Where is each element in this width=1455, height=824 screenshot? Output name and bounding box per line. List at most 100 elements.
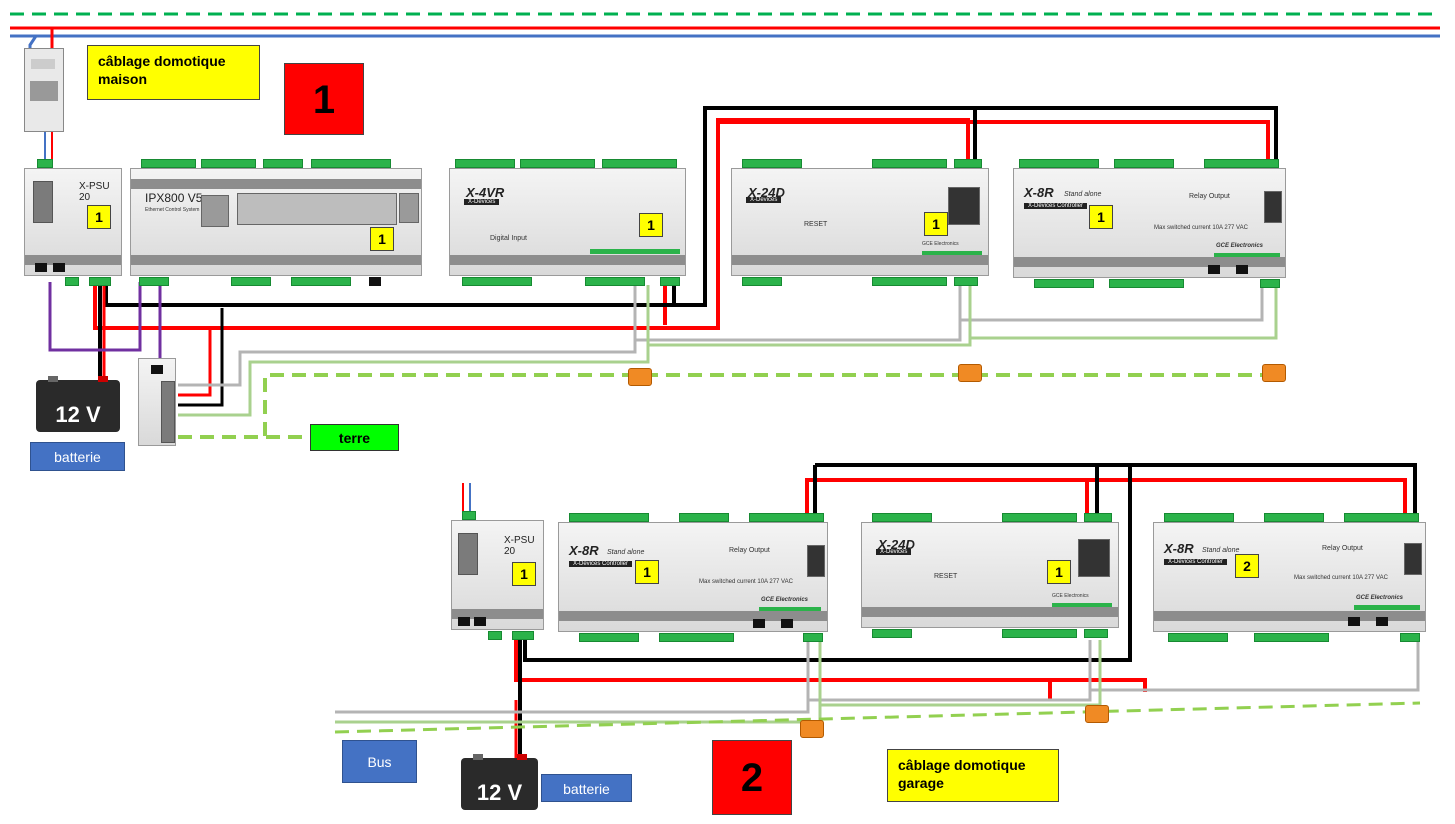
terminal-block (37, 159, 53, 168)
negative-wire-1 (104, 106, 977, 307)
earth-wire-1 (178, 373, 1280, 439)
x8r-brand: GCE Electronics (1356, 595, 1404, 601)
ipx-led-panel (201, 195, 229, 227)
rj45-port (1208, 265, 1220, 274)
module-band (25, 255, 121, 265)
module-band (862, 607, 1118, 617)
house-wiring-label: câblage domotique maison (87, 45, 260, 100)
rj45-port (474, 617, 486, 626)
ipx800-controller: IPX800 V5 Ethernet Control System (130, 159, 422, 286)
module-band (559, 611, 827, 621)
terminal-block (520, 159, 595, 168)
status-strip (1052, 603, 1112, 608)
ipx-dc-input (399, 193, 419, 223)
x8r-title: X-8R (569, 543, 599, 558)
terminal-block (1034, 279, 1094, 288)
terminal-block (679, 513, 729, 522)
x8r-title: X-8R (1164, 541, 1194, 556)
x24d-reset-label: RESET (804, 221, 828, 228)
terminal-block (602, 159, 677, 168)
wago-connector (628, 368, 652, 386)
rj45-port (1376, 617, 1388, 626)
ipx-subtitle: Ethernet Control System (145, 207, 200, 213)
x8r-max-current: Max switched current 10A 277 VAC (699, 579, 793, 585)
terminal-block (139, 277, 169, 286)
terminal-block (872, 513, 932, 522)
psu1-badge: 1 (87, 205, 111, 229)
terminal-block (1168, 633, 1228, 642)
terminal-block (954, 277, 978, 286)
terminal-block (742, 277, 782, 286)
ethernet-link-a (48, 282, 142, 352)
module-band (1154, 611, 1425, 621)
battery-label-1: batterie (30, 442, 125, 471)
terminal-block (291, 277, 351, 286)
bus-terminal-block (138, 358, 176, 446)
terminal-block (1260, 279, 1280, 288)
x4vr-badge: 1 (639, 213, 663, 237)
rj45-port (369, 277, 381, 286)
ipx-badge: 1 (370, 227, 394, 251)
x4vr-digital-input-label: Digital Input (490, 235, 527, 242)
x8r-module-2: X-8R Stand alone X-Devices Controller Re… (558, 513, 828, 642)
terminal-block (311, 159, 391, 168)
psu-title: X-PSU 20 (504, 535, 535, 557)
battery-2: 12 V (461, 754, 538, 810)
x8r3-badge: 2 (1235, 554, 1259, 578)
status-strip (1214, 253, 1280, 258)
rj45-port (1348, 617, 1360, 626)
terminal-block (65, 277, 79, 286)
positive-wire-1b (718, 120, 1270, 160)
bus-green-1 (178, 285, 650, 417)
battery-terminal (98, 376, 108, 382)
terminal-block (954, 159, 982, 168)
section-2-marker: 2 (712, 740, 792, 815)
dc-input-panel (1404, 543, 1422, 575)
terminal-block (585, 277, 645, 286)
battery-label-2: batterie (541, 774, 632, 802)
x8r-stand-alone: Stand alone (1064, 191, 1102, 198)
battery-1: 12 V (36, 376, 120, 432)
garage-wiring-label: câblage domotique garage (887, 749, 1059, 802)
terminal-block (579, 633, 639, 642)
bus-grey-2 (335, 640, 1420, 714)
terminal-block (1019, 159, 1099, 168)
x8r-subtitle: X-Devices Controller (1024, 203, 1088, 209)
module-band (452, 609, 543, 619)
x24d2-badge: 1 (1047, 560, 1071, 584)
wago-connector (1262, 364, 1286, 382)
terminal-block (462, 511, 476, 520)
terminal-block (872, 159, 947, 168)
rj45-port (781, 619, 793, 628)
x24d-reset-label: RESET (934, 573, 958, 580)
terminal-block (742, 159, 802, 168)
terminal-block (1002, 513, 1077, 522)
psu-title: X-PSU 20 (79, 181, 110, 203)
circuit-breaker (24, 48, 64, 132)
breaker-lever (30, 81, 58, 101)
x8r-title: X-8R (1024, 185, 1054, 200)
positive-wire-2 (514, 640, 1147, 700)
psu-led-panel (33, 181, 53, 223)
terminal-block (803, 633, 823, 642)
wago-connector (800, 720, 824, 738)
terminal-block (749, 513, 824, 522)
x8r-relay-output: Relay Output (1189, 193, 1230, 200)
terminal-block (488, 631, 502, 640)
module-band (131, 255, 421, 265)
module-band (131, 179, 421, 189)
breaker-label (31, 59, 55, 69)
positive-wire-2-top (805, 478, 1407, 515)
negative-to-bus (178, 308, 224, 407)
x8r-relay-output: Relay Output (729, 547, 770, 554)
x24d-module-1: X-24D X-Devices RESET GCE Electronics (731, 159, 989, 286)
x8r-subtitle: X-Devices Controller (569, 561, 633, 567)
x24d1-badge: 1 (924, 212, 948, 236)
terminal-block (659, 633, 734, 642)
terminal-block (89, 277, 111, 286)
terminal-block (1264, 513, 1324, 522)
terminal-block (141, 159, 196, 168)
rj45-port (151, 365, 163, 374)
x8r-brand: GCE Electronics (1216, 243, 1264, 249)
terminal-block (660, 277, 680, 286)
